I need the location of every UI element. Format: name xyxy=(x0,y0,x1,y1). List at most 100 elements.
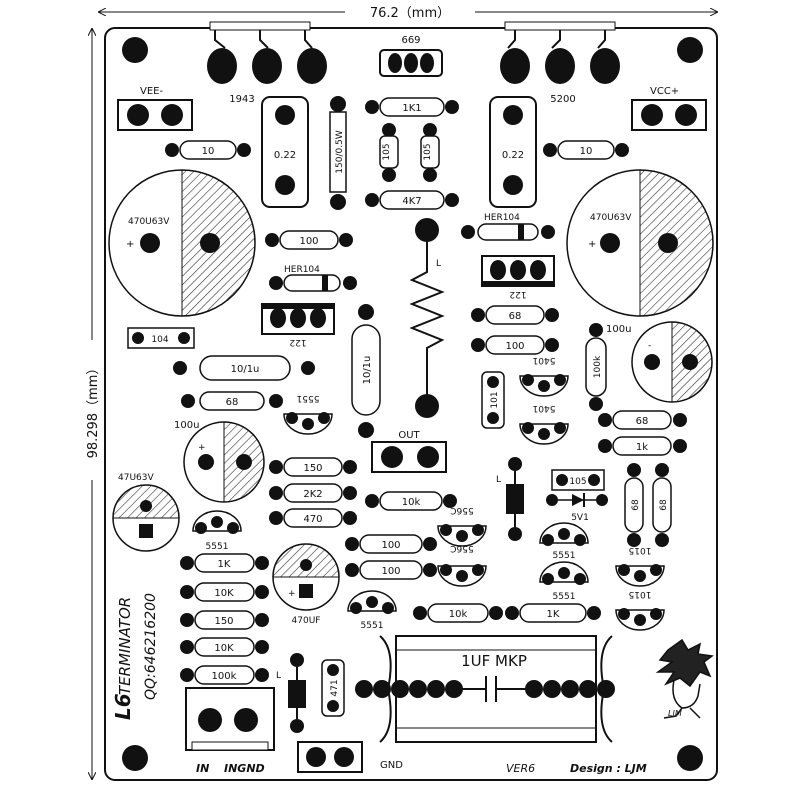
capacitor-470uf: + 470UF xyxy=(272,543,340,626)
svg-text:5401: 5401 xyxy=(533,355,556,365)
resistor-10k: 10k xyxy=(365,491,457,511)
transistor-5551-e: 5551 xyxy=(347,590,397,631)
resistor-10-1u-horizontal: 10/1u xyxy=(173,355,315,381)
resistor-4k7: 4K7 xyxy=(365,190,459,210)
svg-text:5V1: 5V1 xyxy=(571,513,589,523)
svg-text:VCC+: VCC+ xyxy=(650,86,679,97)
resistor-100k-vertical: 100k xyxy=(585,323,607,411)
resistor-022-left: 0.22 xyxy=(261,96,309,208)
title-model: L6 xyxy=(111,693,135,720)
resistor-100-c: 100 xyxy=(345,534,437,554)
svg-text:105: 105 xyxy=(569,477,586,487)
resistor-1k1: 1K1 xyxy=(365,97,459,117)
connector-out: OUT xyxy=(371,430,447,473)
title-qq: QQ:646216200 xyxy=(143,593,159,700)
svg-text:10K: 10K xyxy=(214,588,234,599)
capacitor-105-small: 105 xyxy=(551,469,605,491)
transistor-1943: 1943 xyxy=(207,21,327,105)
svg-text:68: 68 xyxy=(509,311,522,322)
resistor-470: 470 xyxy=(269,508,357,528)
svg-text:+: + xyxy=(198,443,206,453)
capacitor-105-a: 105 xyxy=(379,123,399,182)
resistor-100k: 100k xyxy=(180,665,269,685)
svg-text:47U63V: 47U63V xyxy=(118,473,154,483)
resistor-100-d: 100 xyxy=(345,560,437,580)
inductor-small-left: L xyxy=(276,653,306,733)
capacitor-470u-right: + 470U63V xyxy=(566,169,714,317)
svg-text:5551: 5551 xyxy=(206,542,229,552)
svg-text:1K: 1K xyxy=(547,609,560,620)
svg-text:68: 68 xyxy=(659,499,669,511)
svg-text:10k: 10k xyxy=(449,609,468,620)
svg-text:68: 68 xyxy=(631,499,641,511)
svg-text:2K2: 2K2 xyxy=(303,489,322,500)
svg-text:L: L xyxy=(436,259,441,269)
svg-text:OUT: OUT xyxy=(398,430,420,441)
svg-text:470UF: 470UF xyxy=(292,616,321,626)
svg-text:100: 100 xyxy=(381,566,400,577)
board-outline xyxy=(104,27,718,781)
connector-vee: VEE- xyxy=(117,86,193,131)
svg-text:5551: 5551 xyxy=(553,551,576,561)
svg-text:10K: 10K xyxy=(214,643,234,654)
transistor-5401-a: 5401 xyxy=(519,355,569,397)
svg-text:1015: 1015 xyxy=(629,545,652,555)
svg-text:GND: GND xyxy=(380,760,403,771)
svg-text:+: + xyxy=(288,589,296,599)
svg-text:5551: 5551 xyxy=(553,592,576,602)
resistor-68-b: 68 xyxy=(598,410,687,430)
transistor-5401-b: 5401 xyxy=(519,403,569,445)
svg-text:VEE-: VEE- xyxy=(140,86,163,97)
svg-text:1015: 1015 xyxy=(629,589,652,599)
transistor-669: 669 xyxy=(379,35,443,77)
svg-text:10: 10 xyxy=(202,146,215,157)
resistor-68-a: 68 xyxy=(471,305,559,325)
height-label: 98.298（mm） xyxy=(86,362,101,459)
capacitor-1uf-mkp: 1UF MKP xyxy=(355,635,615,743)
resistor-022-right: 0.22 xyxy=(489,96,537,208)
resistor-68-left: 68 xyxy=(181,391,283,411)
capacitor-105-b: 105 xyxy=(420,123,440,182)
svg-text:122: 122 xyxy=(289,337,306,347)
resistor-10-right: 10 xyxy=(543,140,629,160)
width-dimension: 76.2（mm） xyxy=(98,4,718,21)
resistor-1k-right: 1k xyxy=(598,436,687,456)
svg-text:100: 100 xyxy=(381,540,400,551)
designer-label: Design : LJM xyxy=(570,762,647,775)
svg-text:10: 10 xyxy=(580,146,593,157)
svg-text:100: 100 xyxy=(299,236,318,247)
svg-text:470U63V: 470U63V xyxy=(590,213,632,223)
svg-text:+: + xyxy=(588,239,596,250)
svg-text:470U63V: 470U63V xyxy=(128,217,170,227)
svg-text:68: 68 xyxy=(636,416,649,427)
mkp-label: 1UF MKP xyxy=(461,652,527,670)
svg-text:100k: 100k xyxy=(212,671,237,682)
board-title: L6 TERMINATOR QQ:646216200 xyxy=(111,593,159,720)
capacitor-101: 101 xyxy=(481,371,505,429)
title-name: TERMINATOR xyxy=(116,597,134,695)
svg-text:5551: 5551 xyxy=(361,621,384,631)
resistor-150: 150 xyxy=(269,457,357,477)
capacitor-104: 104 xyxy=(127,327,195,349)
svg-text:556C: 556C xyxy=(450,505,473,515)
transistor-122-left: 122 xyxy=(261,303,335,347)
svg-text:10k: 10k xyxy=(402,497,421,508)
connector-vcc: VCC+ xyxy=(631,86,707,131)
svg-text:+: + xyxy=(126,239,134,250)
svg-text:0.22: 0.22 xyxy=(502,150,524,161)
svg-text:HER104: HER104 xyxy=(484,213,520,223)
resistor-1k-a: 1K xyxy=(180,553,269,573)
resistor-10k-a: 10K xyxy=(180,582,269,602)
resistor-10-left: 10 xyxy=(165,140,251,160)
svg-text:10/1u: 10/1u xyxy=(362,356,373,385)
svg-text:L: L xyxy=(276,671,281,681)
transistor-556c-b: 556C xyxy=(437,543,487,587)
svg-text:105: 105 xyxy=(423,143,433,160)
resistor-100-a: 100 xyxy=(265,230,353,250)
svg-text:10/1u: 10/1u xyxy=(231,364,260,375)
svg-text:5401: 5401 xyxy=(533,403,556,413)
svg-text:150: 150 xyxy=(303,463,322,474)
label-in: IN xyxy=(196,762,209,775)
transistor-5551-d: 5551 xyxy=(539,561,589,602)
